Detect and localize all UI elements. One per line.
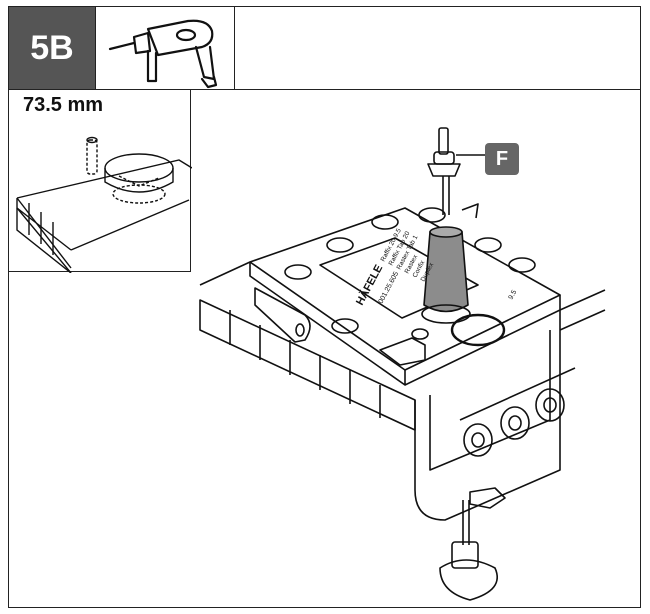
measurement-label: 73.5 mm	[23, 94, 104, 116]
tool-cell	[95, 6, 235, 90]
stop-roller	[463, 423, 493, 457]
header-divider	[8, 89, 641, 90]
panel-detail-illustration	[16, 136, 192, 273]
callout-f: F	[485, 143, 519, 175]
drill-icon	[108, 19, 218, 89]
callout-letter: F	[495, 147, 509, 170]
swing-clamp	[254, 287, 311, 343]
step-badge: 5B	[8, 6, 96, 90]
locking-lever	[379, 337, 426, 366]
jig-hole	[284, 264, 312, 280]
jig-hole	[326, 237, 354, 253]
jig-hole	[331, 318, 359, 334]
jig-side-plate	[414, 310, 561, 521]
jig-right-mark: 9.5	[508, 289, 519, 301]
jig-label-plate	[319, 237, 479, 319]
jig-hole	[474, 237, 502, 253]
clamp-knob-lower	[439, 559, 498, 601]
drill-guide-sleeve	[423, 231, 469, 313]
jig-hole-large	[450, 313, 506, 347]
drill-bit	[438, 127, 449, 155]
detail-inset: 73.5 mm	[8, 89, 192, 273]
stop-roller	[500, 406, 530, 440]
stop-roller	[535, 388, 565, 422]
jig-hole	[418, 207, 446, 223]
jig-hole	[508, 257, 536, 273]
clamp-knob-upper	[469, 487, 506, 509]
jig-hole	[371, 214, 399, 230]
step-label: 5B	[30, 28, 74, 67]
